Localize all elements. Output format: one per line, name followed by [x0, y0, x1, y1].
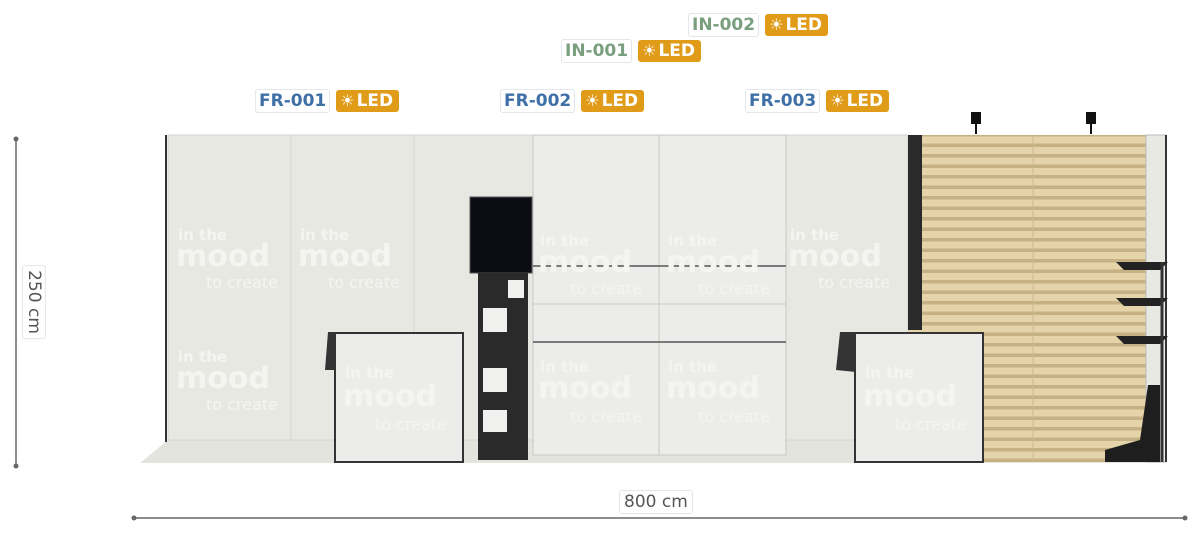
wm-5-line2: mood [666, 245, 760, 280]
led-badge: ☀LED [336, 90, 400, 112]
led-badge: ☀LED [826, 90, 890, 112]
led-badge: ☀LED [765, 14, 829, 36]
wm-6-line3: to create [570, 407, 642, 426]
width-dimension-line [131, 515, 1188, 521]
sun-icon: ☀ [340, 91, 355, 110]
wm-10-line3: to create [895, 415, 967, 434]
bar-stool-right [1105, 385, 1160, 462]
brochure-rack [478, 273, 528, 460]
wm-9-line1: in the [345, 364, 394, 382]
label-in-002[interactable]: IN-002 ☀LED [688, 13, 829, 37]
wm-4-line3: to create [570, 279, 642, 298]
wm-1-line3: to create [206, 273, 278, 292]
wall-shelves [1116, 262, 1168, 462]
fixture-code: FR-001 [255, 89, 331, 113]
wm-3-line3: to create [206, 395, 278, 414]
label-in-001[interactable]: IN-001 ☀LED [561, 39, 702, 63]
wm-9-line3: to create [375, 415, 447, 434]
indoor-code: IN-001 [561, 39, 633, 63]
cabinet-left [532, 134, 660, 456]
wm-7-line1: in the [668, 358, 717, 376]
monitor-screen [469, 196, 533, 274]
wm-2-line1: in the [300, 226, 349, 244]
wm-8-line1: in the [790, 226, 839, 244]
wm-1-line1: in the [178, 226, 227, 244]
wm-5-line3: to create [698, 279, 770, 298]
sun-icon: ☀ [830, 91, 845, 110]
label-fr-003[interactable]: FR-003 ☀LED [745, 89, 890, 113]
wm-9-line2: mood [343, 379, 437, 414]
label-fr-002[interactable]: FR-002 ☀LED [500, 89, 645, 113]
indoor-code: IN-002 [688, 13, 760, 37]
led-badge: ☀LED [581, 90, 645, 112]
wm-10-line1: in the [865, 364, 914, 382]
spotlight-left [971, 112, 981, 134]
counter-right [854, 332, 984, 463]
wm-5-line1: in the [668, 232, 717, 250]
wm-2-line2: mood [298, 239, 392, 274]
wm-10-line2: mood [863, 379, 957, 414]
spotlight-right [1086, 112, 1096, 134]
height-dimension-line [13, 136, 19, 469]
width-dimension-label: 800 cm [619, 490, 693, 514]
wm-1-line2: mood [176, 239, 270, 274]
wm-3-line1: in the [178, 348, 227, 366]
sun-icon: ☀ [769, 15, 784, 34]
watermark-group: in the mood to create in the mood to cre… [176, 226, 967, 434]
wm-8-line2: mood [788, 239, 882, 274]
wm-4-line2: mood [538, 245, 632, 280]
fixture-code: FR-002 [500, 89, 576, 113]
led-badge: ☀LED [638, 40, 702, 62]
wm-7-line2: mood [666, 371, 760, 406]
sun-icon: ☀ [585, 91, 600, 110]
wm-3-line2: mood [176, 361, 270, 396]
wm-4-line1: in the [540, 232, 589, 250]
wm-6-line2: mood [538, 371, 632, 406]
label-fr-001[interactable]: FR-001 ☀LED [255, 89, 400, 113]
wm-6-line1: in the [540, 358, 589, 376]
fixture-code: FR-003 [745, 89, 821, 113]
wm-8-line3: to create [818, 273, 890, 292]
sun-icon: ☀ [642, 41, 657, 60]
cabinet-right [658, 134, 787, 456]
wm-7-line3: to create [698, 407, 770, 426]
wm-2-line3: to create [328, 273, 400, 292]
counter-left [334, 332, 464, 463]
height-dimension-label: 250 cm [21, 265, 46, 339]
